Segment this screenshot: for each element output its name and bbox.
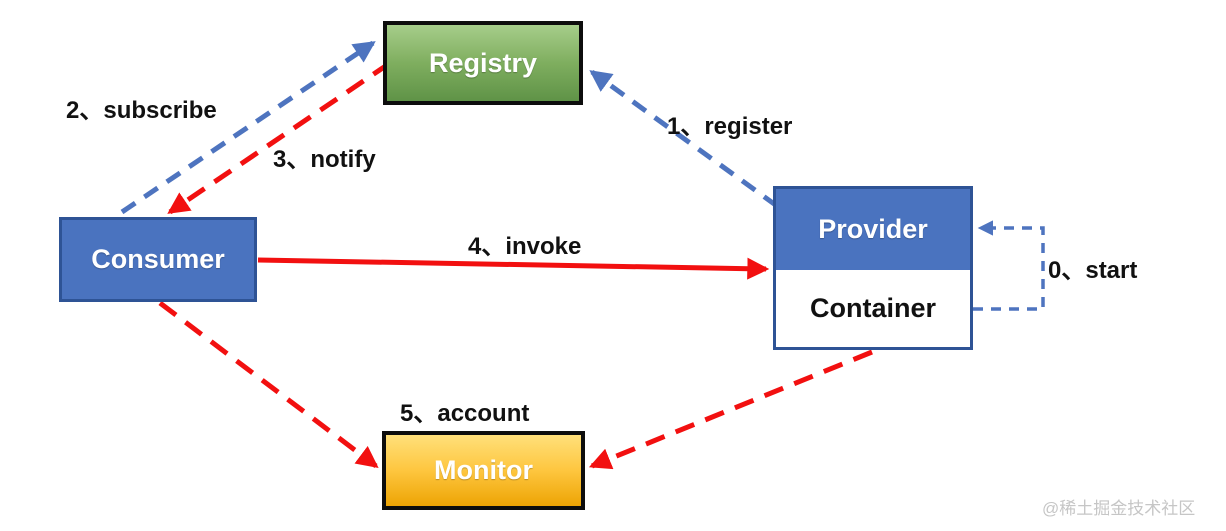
provider-section: Provider (776, 189, 970, 270)
registry-node: Registry (383, 21, 583, 105)
start-arrow (973, 220, 1045, 311)
monitor-node: Monitor (382, 431, 585, 510)
account-consumer-arrow (158, 301, 379, 468)
subscribe-edge-label: 2、subscribe (66, 97, 217, 124)
account-edge-label: 5、account (400, 400, 530, 427)
register-arrow (589, 69, 779, 209)
notify-arrow (167, 60, 392, 215)
registry-label: Registry (428, 47, 538, 78)
start-edge-label: 0、start (1048, 257, 1138, 284)
container-section: Container (776, 270, 970, 347)
provider-container-node: Provider Container (773, 186, 973, 350)
invoke-edge-label: 4、invoke (468, 233, 582, 260)
account-provider-arrow (588, 349, 873, 470)
notify-edge-label: 3、notify (273, 146, 376, 173)
monitor-label: Monitor (434, 455, 533, 485)
register-edge-label: 1、register (667, 113, 793, 140)
container-label: Container (809, 293, 936, 323)
consumer-node: Consumer (59, 217, 257, 302)
watermark: @稀土掘金技术社区 (1042, 499, 1196, 518)
invoke-arrow (257, 257, 770, 280)
subscribe-arrow (120, 40, 376, 215)
consumer-label: Consumer (91, 244, 225, 274)
provider-label: Provider (818, 214, 928, 244)
